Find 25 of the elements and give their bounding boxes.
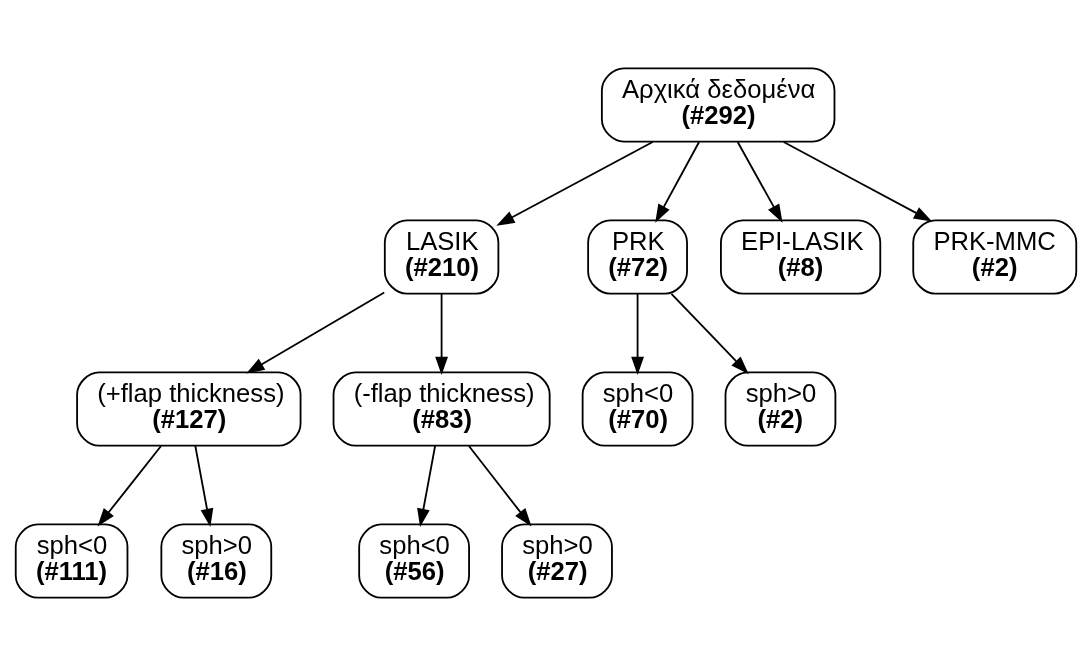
- node-box: sph>0 (#16): [160, 523, 273, 599]
- node-box: EPI-LASIK (#8): [720, 219, 882, 295]
- arrow: [417, 445, 436, 528]
- arrow: [246, 291, 386, 374]
- node-box: PRK (#72): [587, 219, 688, 295]
- arrow: [468, 445, 532, 527]
- node-box: sph<0 (#56): [358, 523, 470, 599]
- arrow: [670, 293, 749, 375]
- arrow: [97, 445, 162, 527]
- node-box: Αρχικά δεδομένα (#292): [600, 67, 836, 143]
- arrow: [194, 445, 214, 528]
- arrow: [736, 141, 783, 223]
- arrow: [631, 293, 644, 376]
- node-box: (+flap thickness) (#127): [76, 371, 302, 447]
- node-box: PRK-MMC (#2): [912, 219, 1078, 295]
- arrow: [496, 141, 654, 226]
- arrow: [435, 293, 448, 376]
- node-box: (-flap thickness) (#83): [332, 371, 551, 447]
- node-box: sph>0 (#27): [501, 523, 613, 599]
- arrow: [655, 141, 700, 223]
- node-box: LASIK (#210): [383, 219, 500, 295]
- node-box: sph<0 (#111): [14, 523, 129, 599]
- arrow: [782, 141, 933, 222]
- node-box: sph>0 (#2): [724, 371, 837, 447]
- node-box: sph<0 (#70): [581, 371, 694, 447]
